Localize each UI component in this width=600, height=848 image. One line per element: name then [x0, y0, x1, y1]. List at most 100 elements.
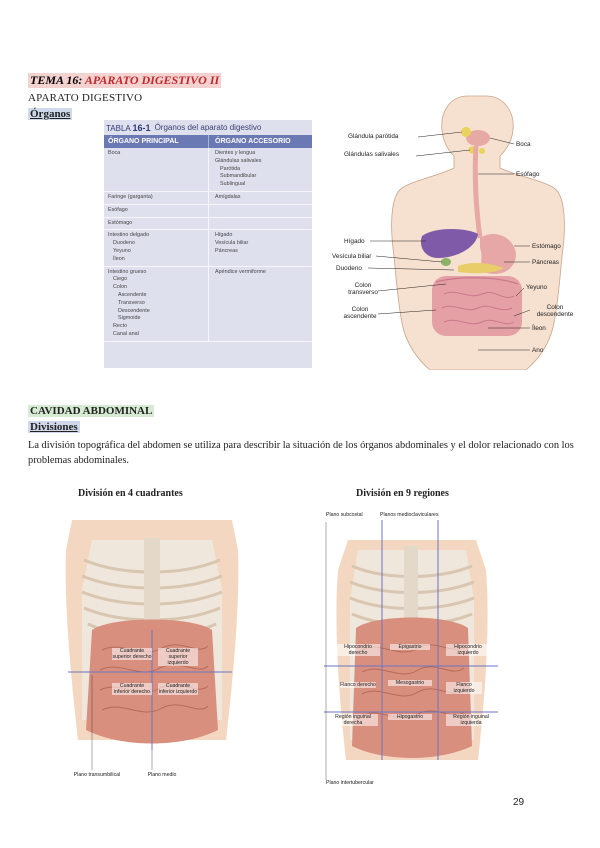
label-higado: Hígado — [344, 238, 365, 245]
label-pancreas: Páncreas — [532, 259, 559, 266]
table-row: Esófago — [104, 204, 312, 218]
tema-name: APARATO DIGESTIVO II — [84, 73, 220, 87]
table-header: ÓRGANO PRINCIPAL ÓRGANO ACCESORIO — [104, 135, 312, 148]
digestive-system-figure: Glándula parótida Glándulas salivales Bo… — [318, 88, 580, 371]
cell-line: Íleon — [113, 255, 125, 262]
cell-line: Esófago — [108, 206, 128, 213]
label-boca: Boca — [516, 141, 531, 148]
page-subtitle: APARATO DIGESTIVO — [28, 92, 143, 104]
cell-line: Ciego — [113, 276, 128, 283]
label-duodeno: Duodeno — [336, 265, 362, 272]
table-row: Estómago — [104, 217, 312, 231]
cell-line: Sublingual — [220, 181, 246, 188]
cell-line: Boca — [108, 150, 121, 156]
cell-accessory: Amígdalas — [208, 191, 312, 204]
cell-line: Dientes y lengua — [215, 150, 256, 156]
region-hipocondrio-izq: Hipocondrio izquierdo — [446, 644, 490, 656]
col-header-accessory: ÓRGANO ACCESORIO — [208, 135, 312, 148]
cell-line: Ascendente — [118, 291, 147, 298]
label-ano: Ano — [532, 347, 544, 354]
region-flanco-izq: Flanco izquierdo — [446, 682, 482, 694]
table-tag: TABLA 16-1 — [106, 122, 151, 133]
caption-9-regions: División en 9 regiones — [356, 488, 449, 499]
organs-table: TABLA 16-1 Órganos del aparato digestivo… — [104, 120, 312, 368]
label-yeyuno: Yeyuno — [526, 284, 548, 291]
cell-line: Colon — [113, 284, 128, 291]
cell-line: Estómago — [108, 219, 133, 226]
table-title-text: Órganos del aparato digestivo — [154, 123, 262, 132]
cell-main: Esófago — [104, 205, 208, 217]
cell-line: Intestino delgado — [108, 232, 150, 239]
cell-main: Estómago — [104, 218, 208, 230]
section-heading: CAVIDAD ABDOMINAL — [28, 405, 155, 417]
label-plano-medio: Plano medio — [147, 772, 177, 778]
cell-accessory: Apéndice vermiforme — [208, 266, 312, 341]
cell-line: Parótida — [220, 165, 241, 172]
cell-line: Duodeno — [113, 240, 135, 247]
section-paragraph: La división topográfica del abdomen se u… — [28, 440, 574, 466]
tema-title: TEMA 16: APARATO DIGESTIVO II — [28, 73, 222, 88]
label-plano-intertubercular: Plano intertubercular — [326, 780, 374, 786]
cell-line: Descendente — [118, 307, 150, 314]
cell-line: Submandibular — [220, 173, 257, 180]
tema-number: TEMA 16: — [30, 73, 83, 87]
organos-heading: Órganos — [28, 108, 73, 120]
table-title: TABLA 16-1 Órganos del aparato digestivo — [104, 120, 312, 135]
cell-line: Faringe (garganta) — [108, 193, 153, 200]
cell-main: Faringe (garganta) — [104, 192, 208, 204]
label-plano-transumbilical: Plano transumbilical — [73, 772, 121, 778]
cell-line: Transverso — [118, 299, 145, 306]
label-vesicula: Vesícula biliar — [332, 253, 372, 260]
cell-line: Intestino grueso — [108, 268, 147, 275]
label-ileon: Íleon — [532, 325, 546, 332]
cell-line: Sigmoide — [118, 315, 141, 322]
cell-line: Apéndice vermiforme — [215, 268, 266, 275]
cell-line: Glándulas salivales — [215, 157, 262, 164]
page-number: 29 — [513, 797, 525, 808]
quadrants-illustration — [65, 520, 239, 770]
quadrant-inf-izq: Cuadrante inferior izquierdo — [158, 683, 198, 695]
quadrant-sup-der: Cuadrante superior derecho — [112, 648, 152, 660]
quadrants-figure: Cuadrante superior derecho Cuadrante sup… — [62, 520, 242, 780]
region-epigastrio: Epigastrio — [390, 644, 430, 650]
label-colon-descendente: Colon descendente — [536, 304, 574, 318]
region-flanco-der: Flanco derecho — [340, 682, 376, 688]
caption-4-quadrants: División en 4 cuadrantes — [78, 488, 183, 499]
region-inguinal-izq: Región inguinal izquierda — [446, 714, 496, 726]
quadrant-inf-der: Cuadrante inferior derecho — [112, 683, 152, 695]
cell-line: Páncreas — [215, 247, 238, 254]
label-estomago: Estómago — [532, 243, 561, 250]
label-planos-medioclaviculares: Planos medioclaviculares — [380, 512, 439, 518]
digestive-illustration — [367, 95, 565, 371]
cell-line: Recto — [113, 323, 128, 330]
label-parotida: Glándula parótida — [348, 133, 399, 140]
quadrant-sup-izq: Cuadrante superior izquierdo — [158, 648, 198, 666]
cell-line: Amígdalas — [215, 193, 241, 200]
col-header-main: ÓRGANO PRINCIPAL — [108, 138, 179, 145]
cell-line: Canal anal — [113, 330, 139, 337]
cell-line: Hígado — [215, 232, 233, 239]
cell-accessory — [208, 217, 312, 230]
regions-figure: Plano subcostal Planos medioclaviculares… — [322, 510, 500, 788]
divisiones-heading: Divisiones — [28, 421, 80, 433]
label-esofago: Esófago — [516, 171, 540, 178]
region-mesogastrio: Mesogastrio — [388, 680, 432, 686]
region-hipogastrio: Hipogastrio — [388, 714, 432, 720]
label-colon-ascendente: Colon ascendente — [343, 306, 377, 320]
label-plano-subcostal: Plano subcostal — [326, 512, 363, 518]
cell-accessory — [208, 204, 312, 217]
cell-main: Boca — [104, 148, 208, 191]
cell-line: Yeyuno — [113, 247, 131, 254]
label-salivales: Glándulas salivales — [344, 151, 400, 158]
region-inguinal-der: Región inguinal derecha — [328, 714, 378, 726]
cell-line: Vesícula biliar — [215, 240, 249, 247]
table-row: Faringe (garganta) Amígdalas — [104, 191, 312, 205]
